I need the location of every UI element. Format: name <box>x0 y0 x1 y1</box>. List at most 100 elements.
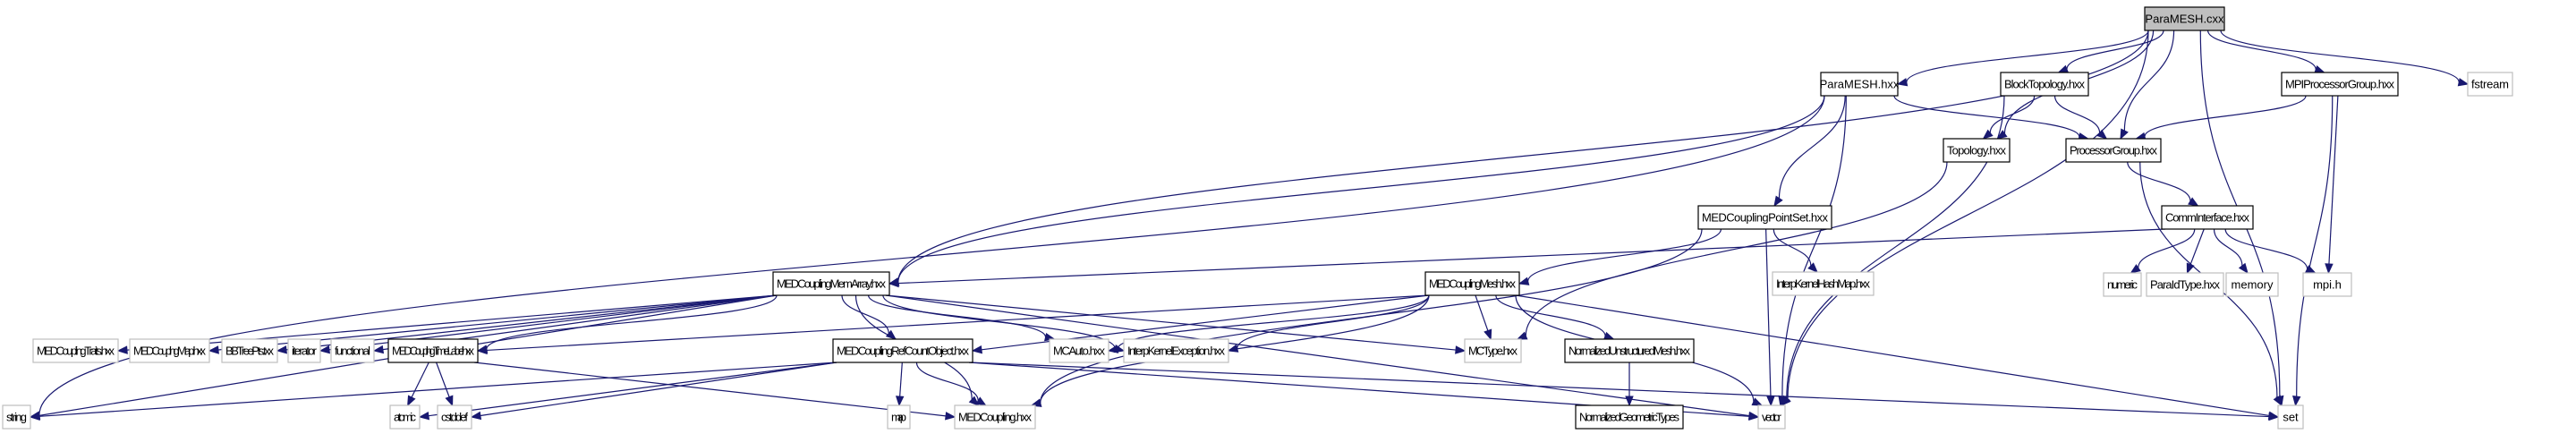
edge-line <box>968 362 2270 418</box>
edge-line <box>2144 95 2307 137</box>
node-set: set <box>2277 404 2304 430</box>
arrowhead-icon <box>975 396 987 406</box>
arrowhead-icon <box>2096 129 2108 140</box>
arrowhead-icon <box>1603 331 1615 340</box>
node-normgeom[interactable]: NormalizedGeometricTypes <box>1575 404 1684 430</box>
node-label: BBTreePts.txx <box>225 345 275 358</box>
node-ikexception: InterpKernelException.hxx <box>1123 338 1229 363</box>
arrowhead-icon <box>2130 264 2141 274</box>
edge-line <box>1787 30 2149 399</box>
node-paraidtype: ParaIdType.hxx <box>2146 272 2224 297</box>
node-box <box>221 338 278 363</box>
edge-line <box>480 362 837 417</box>
node-mesh[interactable]: MEDCouplingMesh.hxx <box>1424 271 1520 296</box>
edge-line <box>1893 95 2080 138</box>
node-box <box>1424 271 1520 296</box>
arrowhead-icon <box>1748 412 1760 421</box>
arrowhead-icon <box>1518 277 1530 285</box>
node-label: string <box>6 411 27 424</box>
node-box <box>2302 272 2352 297</box>
edge-comminterface-to-paraidtype <box>2186 228 2205 275</box>
node-box <box>2065 138 2162 163</box>
edge-mesh-to-medcoupling <box>1030 294 1430 407</box>
edge-line <box>2220 30 2460 83</box>
node-label: MEDCouplingPointSet.hxx <box>1702 211 1829 225</box>
node-medcoupling: MEDCoupling.hxx <box>954 404 1036 430</box>
node-refcount[interactable]: MEDCouplingRefCountObject.hxx <box>832 338 973 363</box>
arrowhead-icon <box>945 412 956 421</box>
node-box <box>2467 72 2513 97</box>
edge-line <box>1475 294 1489 331</box>
edge-comminterface-to-memarray <box>888 228 2166 288</box>
edge-refcount-to-string <box>29 362 837 421</box>
node-box <box>330 338 375 363</box>
edge-pointset-to-vector <box>1765 228 1775 407</box>
edge-line <box>1765 228 1772 397</box>
node-label: NormalizedGeometricTypes <box>1579 411 1680 424</box>
edge-line <box>2123 30 2175 132</box>
edge-line <box>1237 294 1430 349</box>
edge-line <box>1527 228 1722 282</box>
edge-line <box>1040 294 1430 404</box>
arrowhead-icon <box>1516 331 1528 340</box>
node-box <box>832 338 973 363</box>
arrowhead-icon <box>407 395 416 407</box>
node-box <box>389 404 421 430</box>
node-normunstruct[interactable]: NormalizedUnstructuredMesh.hxx <box>1564 338 1695 363</box>
edge-line <box>885 294 1750 417</box>
edge-line <box>1781 95 1847 397</box>
node-box <box>772 271 890 296</box>
edge-paramesh_hxx-to-vector <box>1778 95 1847 407</box>
edge-line <box>38 362 837 417</box>
node-comminterface[interactable]: CommInterface.hxx <box>2161 205 2254 230</box>
node-box <box>287 338 321 363</box>
edge-line <box>2066 30 2164 70</box>
node-memarray[interactable]: MEDCouplingMemArray.hxx <box>772 271 890 296</box>
arrowhead-icon <box>2188 197 2199 207</box>
node-box <box>2103 272 2142 297</box>
node-numeric: numeric <box>2103 272 2142 297</box>
arrowhead-icon <box>319 345 330 354</box>
arrowhead-icon <box>2314 64 2325 73</box>
node-blocktopology[interactable]: BlockTopology.hxx <box>2000 72 2089 97</box>
node-mpi-h: mpi.h <box>2302 272 2352 297</box>
edge-refcount-to-cstddef <box>470 362 837 421</box>
arrowhead-icon <box>1996 130 2008 140</box>
edge-topology-to-mctype <box>1516 161 1948 340</box>
edge-mesh-to-normunstruct <box>1495 294 1615 340</box>
node-topology[interactable]: Topology.hxx <box>1943 138 2011 163</box>
node-label: memory <box>2232 278 2274 292</box>
node-box <box>2225 272 2279 297</box>
node-processorgroup[interactable]: ProcessorGroup.hxx <box>2065 138 2162 163</box>
edge-line <box>2189 228 2205 265</box>
node-label: cstddef <box>441 411 468 424</box>
edge-pointset-to-mesh <box>1518 228 1722 285</box>
node-label: fstream <box>2471 78 2509 91</box>
node-label: MEDCouplingTimeLabel.hxx <box>392 345 475 358</box>
node-box <box>2281 72 2399 97</box>
node-label: set <box>2283 411 2299 424</box>
edge-paramesh_hxx-to-pointset <box>1773 95 1846 208</box>
edge-line <box>897 228 2166 285</box>
node-box <box>2000 72 2089 97</box>
arrowhead-icon <box>1030 398 1042 407</box>
node-iterator: iterator <box>287 338 321 363</box>
arrowhead-icon <box>2186 262 2195 275</box>
node-pointset[interactable]: MEDCouplingPointSet.hxx <box>1697 205 1832 230</box>
node-label: mpi.h <box>2313 278 2342 292</box>
node-timelabel[interactable]: MEDCouplingTimeLabel.hxx <box>387 338 479 363</box>
node-box <box>1820 72 1899 97</box>
node-traits: MEDCouplingTraits.hxx <box>32 338 119 363</box>
arrowhead-icon <box>895 396 905 407</box>
edge-line <box>1525 161 1948 336</box>
edge-pointset-to-medcoupling <box>1030 228 1703 407</box>
node-label: InterpKernelHashMap.hxx <box>1776 277 1871 291</box>
node-box <box>32 338 119 363</box>
node-label: MEDCoupling.hxx <box>958 411 1033 424</box>
node-mpiprocessorgroup[interactable]: MPIProcessorGroup.hxx <box>2281 72 2399 97</box>
node-map: map <box>887 404 911 430</box>
node-label: iterator <box>292 345 318 358</box>
node-paramesh-cxx: ParaMESH.cxx <box>2144 6 2225 31</box>
node-label: MEDCouplingMemArray.hxx <box>777 277 887 291</box>
node-paramesh-hxx[interactable]: ParaMESH.hxx <box>1820 72 1900 97</box>
